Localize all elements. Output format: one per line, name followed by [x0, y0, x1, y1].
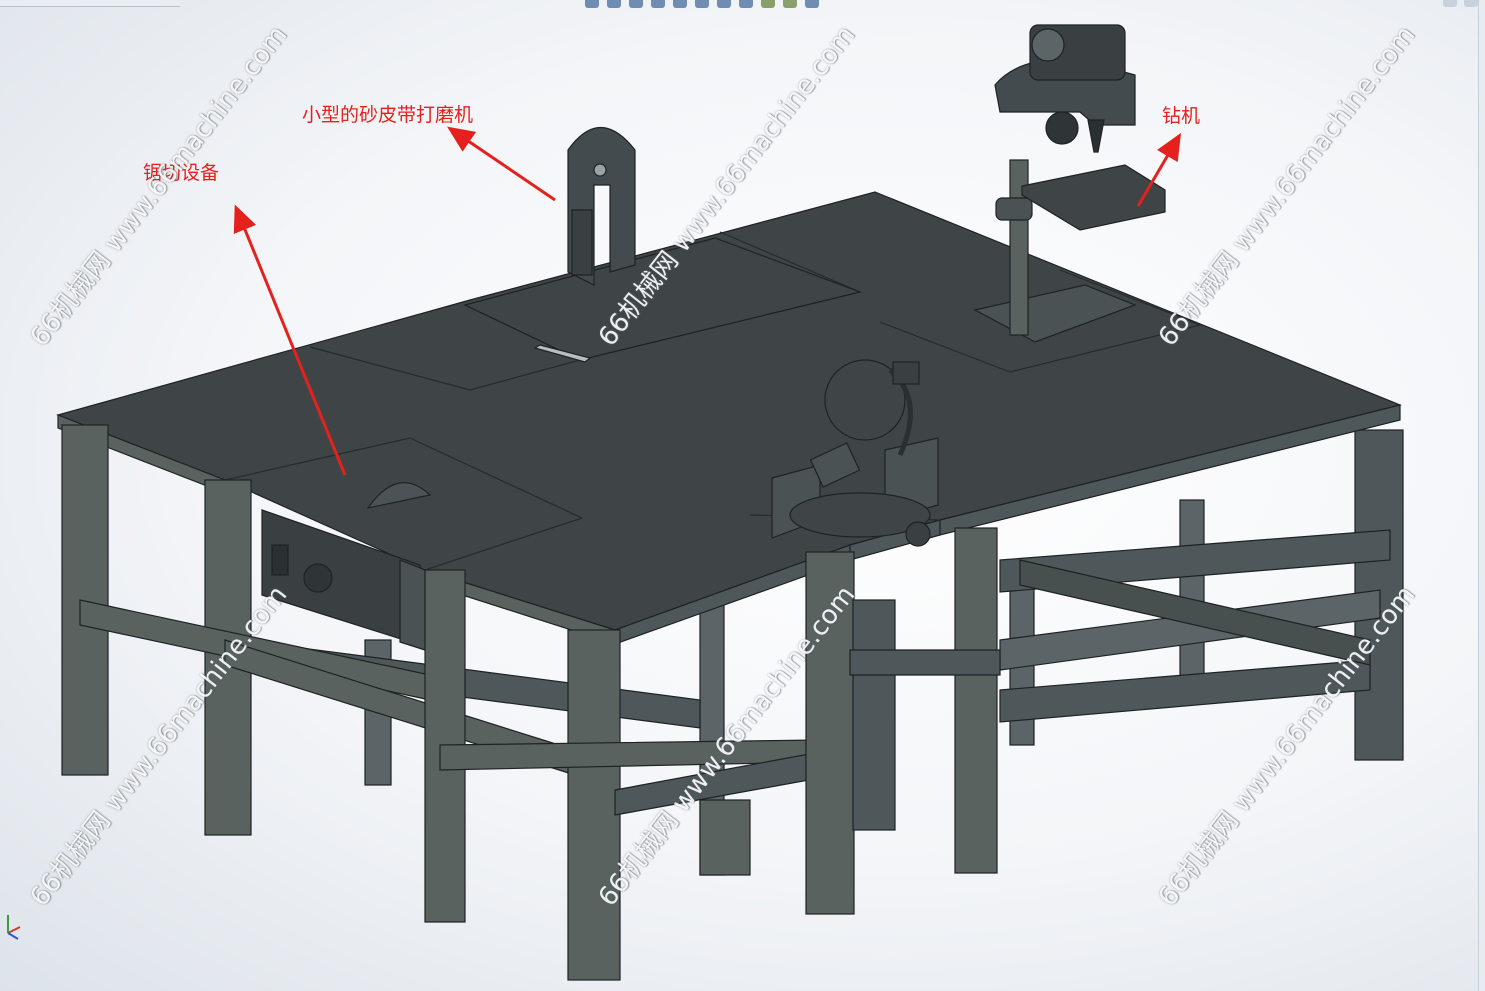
feature-tree-edge	[0, 0, 180, 7]
view-orientation-icon[interactable]	[695, 0, 709, 8]
hide-show-icon[interactable]	[739, 0, 753, 8]
edit-appearance-icon[interactable]	[761, 0, 775, 8]
apply-scene-icon[interactable]	[783, 0, 797, 8]
close-viewport-icon[interactable]	[1464, 0, 1478, 7]
viewport-scrollbar[interactable]	[1478, 0, 1485, 991]
annotation-arrows	[233, 126, 1182, 476]
miter-saw	[771, 359, 939, 547]
saw-annotation: 锯切设备	[143, 162, 220, 184]
drill-press	[973, 24, 1166, 343]
coordinate-triad-icon	[7, 915, 21, 940]
table-saw	[261, 482, 432, 651]
back-frame	[239, 429, 1404, 876]
sander-annotation: 小型的砂皮带打磨机	[302, 104, 474, 126]
display-style-icon[interactable]	[717, 0, 731, 8]
zoom-area-icon[interactable]	[607, 0, 621, 8]
front-frame	[61, 424, 1001, 981]
section-view-icon[interactable]	[651, 0, 665, 8]
previous-view-icon[interactable]	[629, 0, 643, 8]
zoom-to-fit-icon[interactable]	[585, 0, 599, 8]
drill-annotation: 钻机	[1162, 105, 1201, 127]
restore-viewport-icon[interactable]	[1443, 0, 1457, 7]
heads-up-view-toolbar	[585, 0, 819, 10]
belt-sander	[463, 126, 863, 363]
view-settings-icon[interactable]	[805, 0, 819, 8]
dynamic-annotation-icon[interactable]	[673, 0, 687, 8]
